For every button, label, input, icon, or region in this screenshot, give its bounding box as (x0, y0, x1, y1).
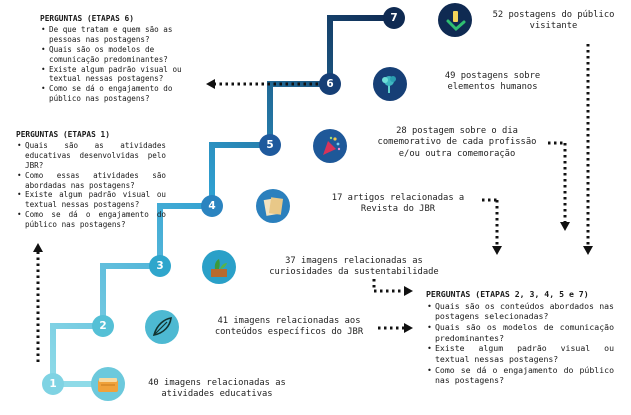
question-item: Como se dá o engajamento do público nas … (17, 210, 166, 230)
arrow-step5-to-right-questions (548, 141, 570, 231)
party-popper-icon (313, 129, 347, 163)
book-icon (91, 367, 125, 401)
questions-stages-2-3-4-5-7: PERGUNTAS (ETAPAS 2, 3, 4, 5 e 7) Quais … (426, 289, 614, 386)
step-7-description: 52 postagens do público visitante (492, 10, 615, 32)
questions-stage-6: PERGUNTAS (ETAPAS 6) De que tratam e que… (40, 14, 200, 104)
question-item: De que tratam e quem são as pessoas nas … (41, 25, 200, 45)
question-item: Como essas atividades são abordadas nas … (17, 171, 166, 191)
arrow-step2-to-right-questions (378, 323, 413, 333)
question-item: Quais são os modelos de comunicação pred… (41, 45, 200, 65)
step-1-number: 1 (42, 373, 64, 395)
step-5-description: 28 postagem sobre o dia comemorativo de … (377, 126, 537, 159)
question-item: Existe algum padrão visual ou textual ne… (427, 343, 614, 364)
arrow-step7-to-right-questions (583, 44, 593, 255)
step-2-number: 2 (92, 315, 114, 337)
step-4-number: 4 (201, 195, 223, 217)
step-6-number: 6 (319, 73, 341, 95)
question-item: Quais são os modelos de comunicação pred… (427, 322, 614, 343)
visitor-hand-icon (438, 3, 472, 37)
head-tree-icon (373, 67, 407, 101)
question-item: Existe algum padrão visual ou textual ne… (17, 190, 166, 210)
arrow-step1-to-left-questions (33, 243, 43, 362)
plant-crate-icon (202, 250, 236, 284)
step-7-number: 7 (383, 7, 405, 29)
step-5-number: 5 (259, 134, 281, 156)
question-item: Quais são os conteúdos abordados nas pos… (427, 301, 614, 322)
question-item: Como se dá o engajamento do público nas … (427, 365, 614, 386)
step-2-description: 41 imagens relacionadas aos conteúdos es… (214, 316, 364, 338)
step-3-description: 37 imagens relacionadas as curiosidades … (269, 256, 439, 278)
step-3-number: 3 (149, 255, 171, 277)
question-item: Como se dá o engajamento do público nas … (41, 84, 200, 104)
arrow-step4-to-right-questions (482, 198, 502, 255)
step-1-description: 40 imagens relacionadas as atividades ed… (148, 378, 286, 400)
questions-stage-1-title: PERGUNTAS (ETAPAS 1) (16, 130, 110, 139)
questions-stage-1: PERGUNTAS (ETAPAS 1) Quais são as ativid… (16, 130, 166, 230)
leaf-icon (145, 310, 179, 344)
magazine-icon (256, 189, 290, 223)
question-item: Existe algum padrão visual ou textual ne… (41, 65, 200, 85)
step-6-description: 49 postagens sobre elementos humanos (444, 71, 541, 93)
step-4-description: 17 artigos relacionadas a Revista do JBR (331, 193, 465, 215)
arrow-step3-to-right-questions (372, 279, 413, 296)
arrow-step6-to-top-questions (206, 79, 318, 89)
questions-stages-2-7-title: PERGUNTAS (ETAPAS 2, 3, 4, 5 e 7) (426, 289, 589, 299)
question-item: Quais são as atividades educativas desen… (17, 141, 166, 171)
questions-stage-6-title: PERGUNTAS (ETAPAS 6) (40, 14, 134, 23)
